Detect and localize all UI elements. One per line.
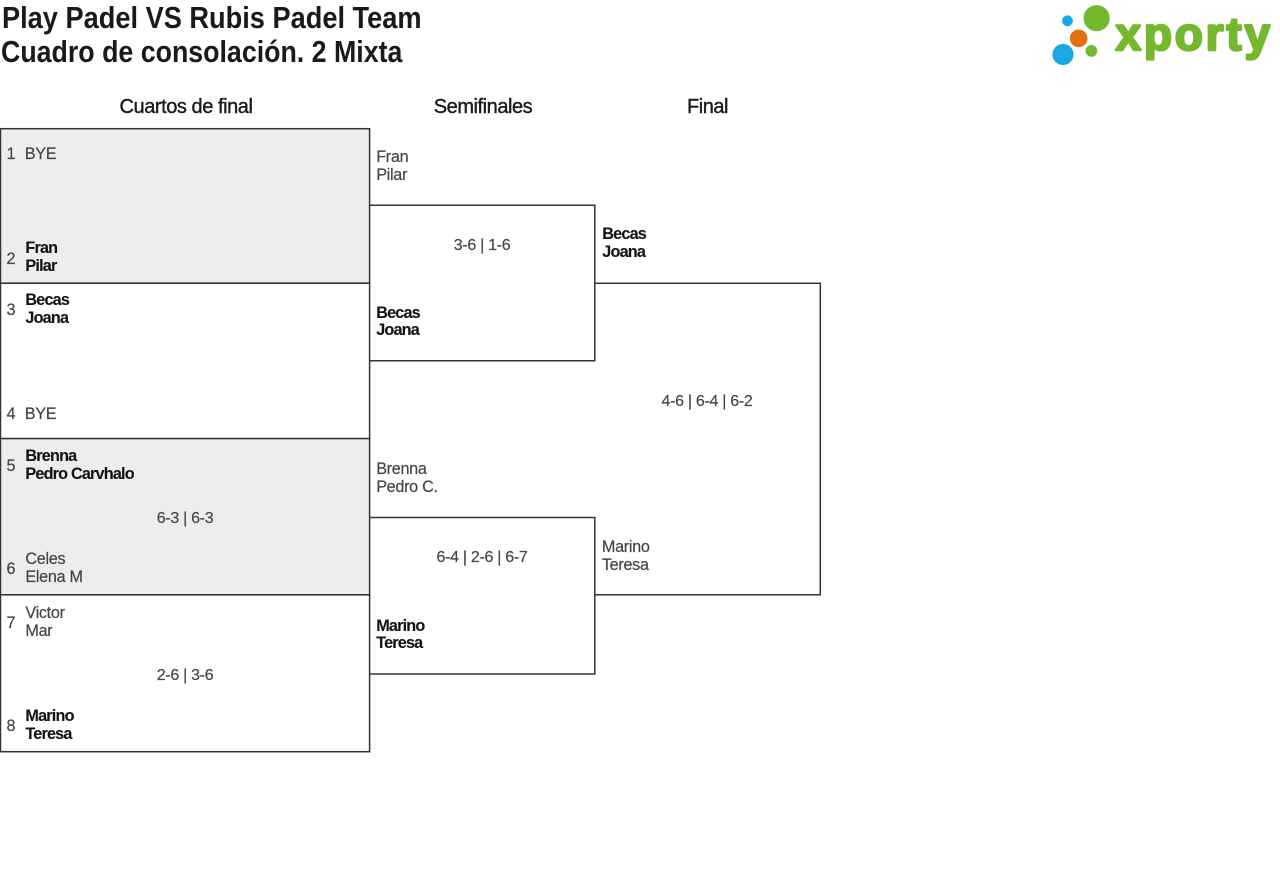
svg-text:xporty: xporty <box>1116 8 1273 60</box>
